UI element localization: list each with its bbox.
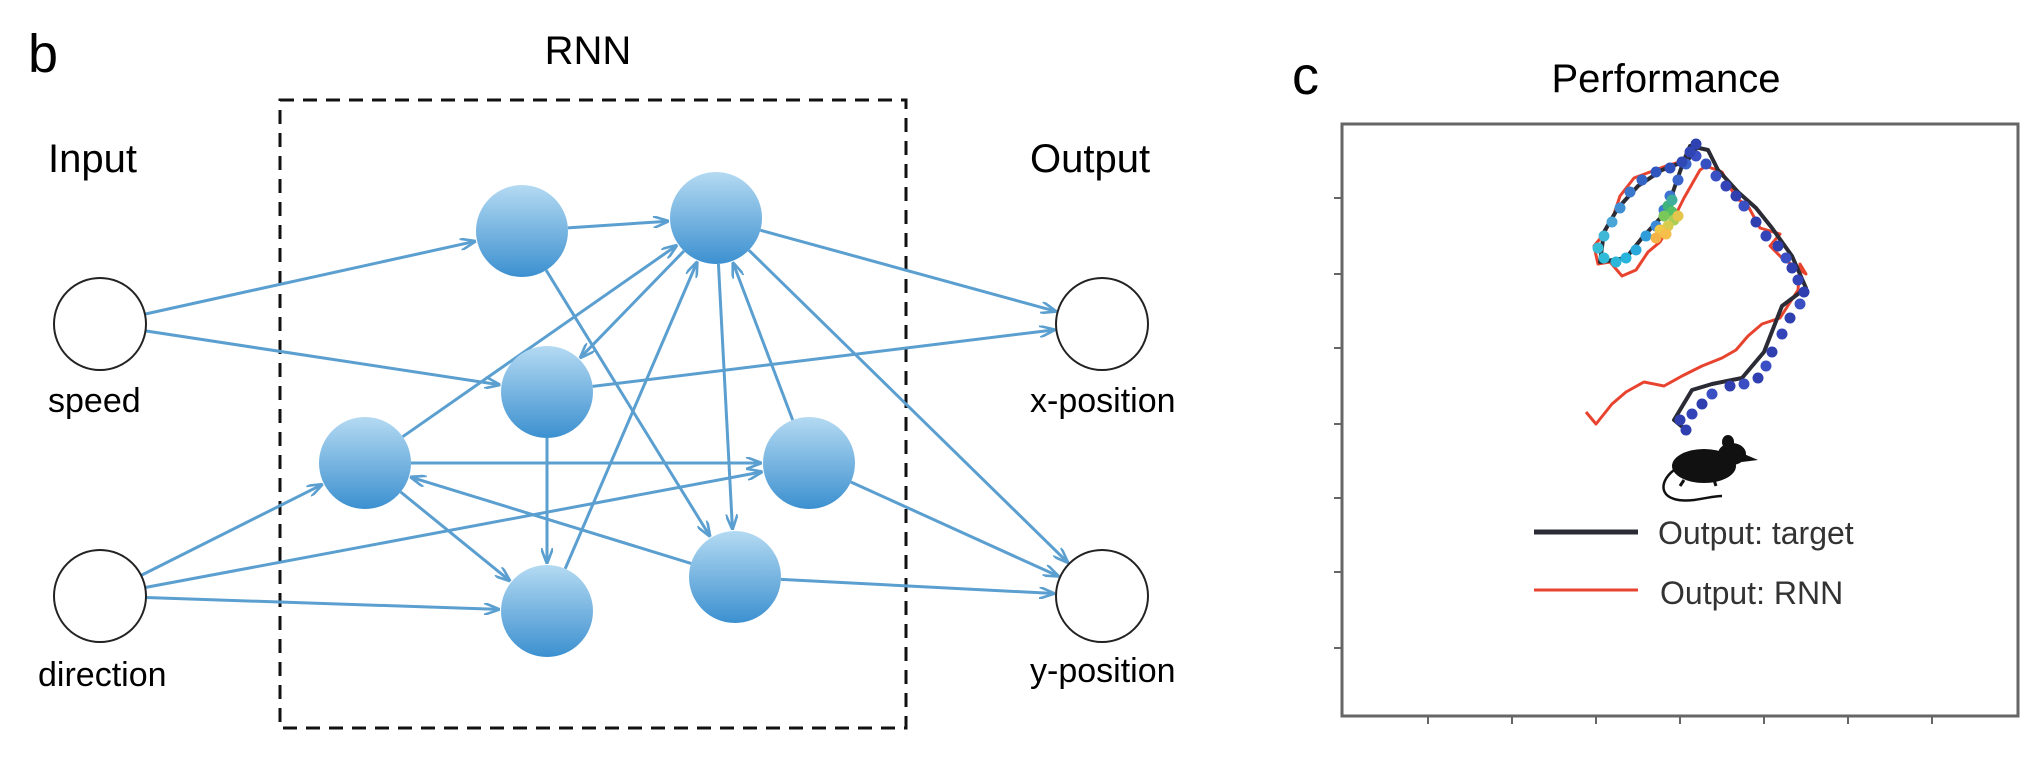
trajectory-sample-dot [1738, 200, 1750, 212]
panel-b-letter: b [28, 24, 58, 84]
input-label-speed: speed [48, 382, 141, 420]
panel-c-letter: c [1292, 46, 1319, 106]
trajectory-sample-dot [1674, 414, 1686, 426]
edge-h2-to-h7 [716, 263, 732, 529]
trajectory-sample-dot [1710, 170, 1722, 182]
target-trace [1598, 144, 1808, 432]
trajectory-sample-dot [1658, 210, 1670, 222]
trajectory-sample-dot [1794, 298, 1806, 310]
trajectory-sample-dot [1614, 202, 1626, 214]
trajectory-sample-dot [1720, 180, 1732, 192]
edge-h4-to-h6 [399, 490, 510, 581]
trajectory-sample-dot [1690, 138, 1702, 150]
edge-h2-to-h3 [580, 249, 686, 358]
trajectory-sample-dot [1772, 240, 1784, 252]
trajectory-sample-dot [1676, 156, 1688, 168]
trajectory-sample-dot [1592, 242, 1604, 254]
trajectory-sample-dot [1636, 174, 1648, 186]
output-header: Output [1030, 137, 1150, 181]
trajectory-sample-dot [1750, 216, 1762, 228]
output-node-y-position [1055, 549, 1149, 643]
edge-s-to-h1 [144, 241, 475, 316]
rnn-sample-dots [1592, 138, 1810, 436]
edge-s-to-h3 [145, 329, 499, 385]
output-label-y-position: y-position [1030, 652, 1176, 690]
edge-d-to-h5 [144, 472, 762, 589]
hidden-unit-2 [670, 172, 762, 264]
mouse-icon [1662, 435, 1758, 502]
output-node-x-position [1055, 277, 1149, 371]
hidden-unit-1 [476, 185, 568, 277]
hidden-unit-3 [501, 346, 593, 438]
trajectory-sample-dot [1780, 252, 1792, 264]
trajectory-sample-dot [1610, 256, 1622, 268]
trajectory-sample-dot [1680, 424, 1692, 436]
trajectory-sample-dot [1738, 378, 1750, 390]
trajectory-sample-dot [1666, 194, 1678, 206]
rnn-diagram-panel: b RNN Input Output speed direction x-pos… [28, 24, 1176, 730]
trajectory-sample-dot [1664, 162, 1676, 174]
edge-h2-to-y [747, 249, 1068, 562]
trajectory-sample-dot [1598, 252, 1610, 264]
network-nodes [53, 172, 1149, 657]
edge-h6-to-h2 [563, 262, 697, 570]
input-label-direction: direction [38, 656, 167, 694]
hidden-unit-5 [763, 417, 855, 509]
output-label-x-position: x-position [1030, 382, 1176, 420]
rnn-boundary-box [278, 98, 908, 730]
trajectory-sample-dot [1672, 174, 1684, 186]
edge-h4-to-h2 [401, 245, 677, 438]
trajectory-sample-dot [1798, 286, 1810, 298]
input-node-direction [53, 549, 147, 643]
edge-d-to-h6 [145, 596, 499, 610]
edge-h3-to-x [592, 330, 1055, 388]
trajectory-sample-dot [1760, 230, 1772, 242]
trajectory-sample-dot [1760, 360, 1772, 372]
input-node-speed [53, 277, 147, 371]
trajectory-sample-dot [1724, 380, 1736, 392]
legend-label-target: Output: target [1658, 515, 1854, 551]
trajectory-sample-dot [1700, 158, 1712, 170]
rnn-title: RNN [545, 29, 632, 73]
edge-h1-to-h7 [544, 269, 710, 536]
edge-h7-to-h4 [411, 477, 692, 565]
input-header: Input [48, 137, 137, 181]
plot-axis-ticks [1334, 197, 1933, 724]
trajectory-sample-dot [1696, 398, 1708, 410]
trajectory-sample-dot [1606, 216, 1618, 228]
trajectory-sample-dot [1672, 210, 1684, 222]
trajectory-sample-dot [1598, 230, 1610, 242]
hidden-unit-4 [319, 417, 411, 509]
hidden-unit-6 [501, 565, 593, 657]
trajectory-sample-dot [1766, 346, 1778, 358]
edge-h5-to-y [850, 480, 1058, 576]
trajectory-sample-dot [1640, 230, 1652, 242]
trajectory-sample-dot [1752, 372, 1764, 384]
performance-panel: c Performance Output: target Output: RNN [1292, 46, 2020, 724]
trajectory-sample-dot [1684, 146, 1696, 158]
trajectory-sample-dot [1624, 186, 1636, 198]
legend-label-rnn: Output: RNN [1660, 575, 1843, 611]
trajectory-sample-dot [1660, 228, 1672, 240]
edge-h2-to-x [759, 228, 1055, 311]
trajectory-sample-dot [1620, 252, 1632, 264]
network-edges [140, 221, 1068, 610]
trajectory-sample-dot [1786, 262, 1798, 274]
edge-h5-to-h2 [733, 263, 795, 421]
trajectory-sample-dot [1776, 328, 1788, 340]
edge-d-to-h4 [140, 485, 322, 577]
trajectory-sample-dot [1706, 388, 1718, 400]
edge-h7-to-y [780, 577, 1054, 593]
trajectory-sample-dot [1650, 166, 1662, 178]
edge-h1-to-h2 [567, 221, 668, 230]
trajectory-sample-dot [1784, 312, 1796, 324]
trajectory-sample-dot [1630, 244, 1642, 256]
performance-title: Performance [1552, 57, 1781, 101]
trajectory-sample-dot [1792, 274, 1804, 286]
trajectory-sample-dot [1686, 408, 1698, 420]
hidden-unit-7 [689, 531, 781, 623]
trajectory-sample-dot [1730, 190, 1742, 202]
trajectory-sample-dot [1650, 232, 1662, 244]
